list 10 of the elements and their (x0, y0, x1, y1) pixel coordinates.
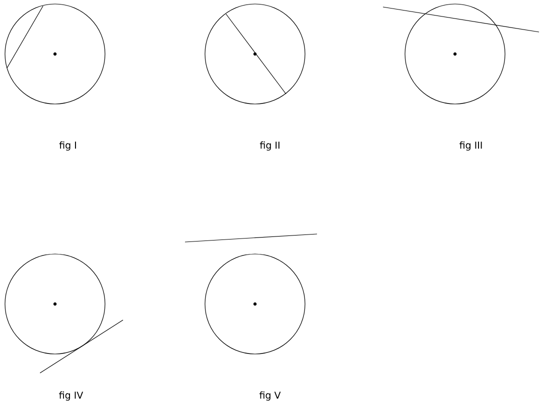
figure-caption: fig III (460, 141, 482, 151)
circle-shape (204, 4, 306, 104)
circle-shape (4, 254, 106, 354)
figure-caption: fig IV (59, 391, 84, 401)
circle-shape (404, 4, 506, 104)
figure-caption: fig II (260, 141, 280, 151)
figure-caption: fig V (259, 391, 281, 401)
circle-shape (204, 254, 306, 354)
figure-caption: fig I (59, 141, 76, 151)
circle-shape (4, 4, 106, 104)
